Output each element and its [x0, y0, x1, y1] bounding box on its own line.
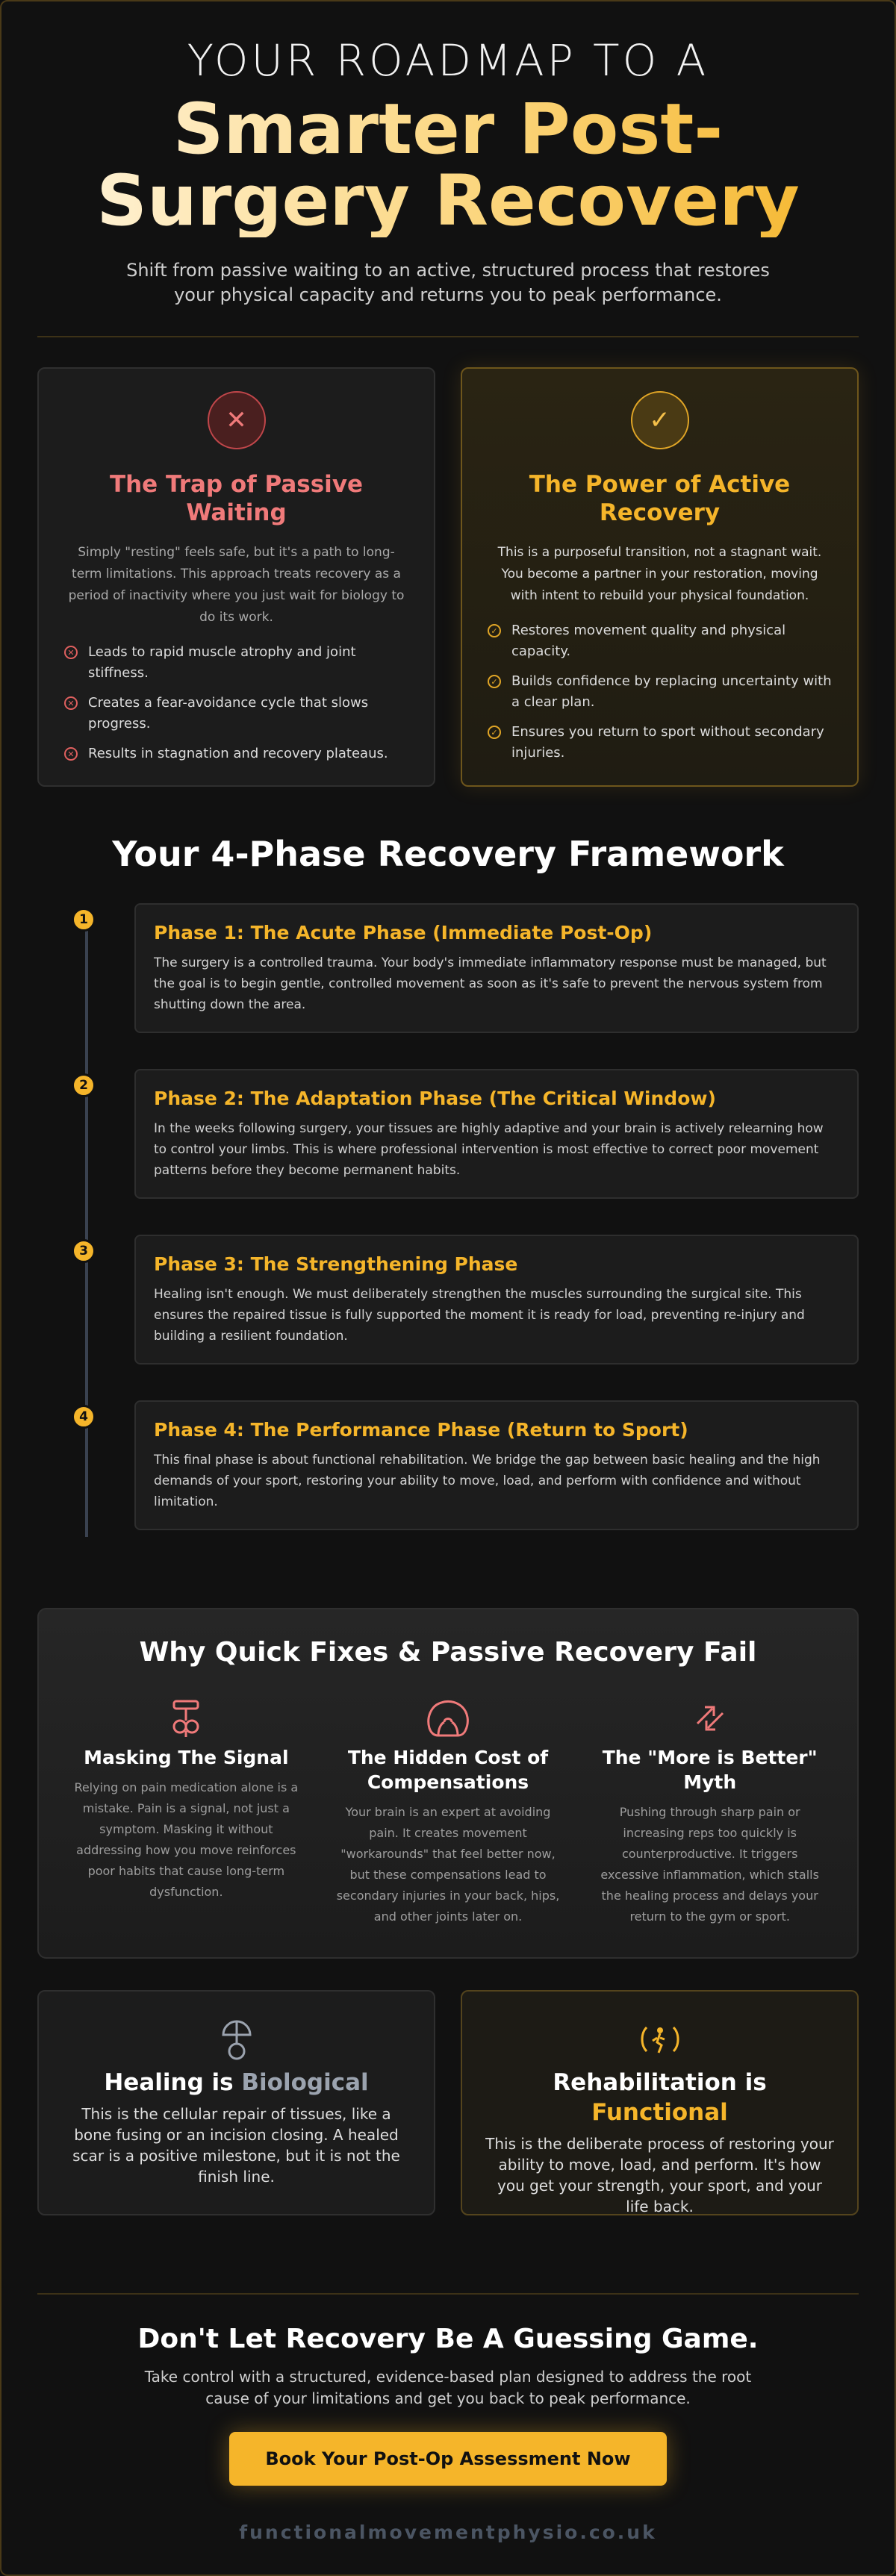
hero: YOUR ROADMAP TO A Smarter Post-Surgery R…	[37, 1, 859, 308]
healing-title-highlight: Biological	[241, 2069, 369, 2096]
pill-icon	[69, 1696, 304, 1741]
fail-item: The "More is Better" Myth Pushing throug…	[592, 1696, 827, 1927]
list-item: ✓ Builds confidence by replacing uncerta…	[488, 671, 832, 713]
book-assessment-button[interactable]: Book Your Post-Op Assessment Now	[229, 2432, 667, 2486]
rehab-title: Rehabilitation is Functional	[485, 2068, 835, 2127]
divider	[37, 2293, 859, 2295]
divider	[37, 336, 859, 337]
check-icon: ✓	[630, 391, 689, 449]
phase-card: 3 Phase 3: The Strengthening Phase Heali…	[72, 1235, 859, 1365]
phase-timeline: 1 Phase 1: The Acute Phase (Immediate Po…	[37, 903, 859, 1537]
list-item-text: Creates a fear-avoidance cycle that slow…	[88, 695, 369, 732]
comparison-section: ✕ The Trap of Passive Waiting Simply "re…	[37, 367, 859, 787]
list-item: ✕ Creates a fear-avoidance cycle that sl…	[64, 693, 408, 735]
hero-subtitle: Shift from passive waiting to an active,…	[126, 260, 770, 305]
phase-number: 3	[72, 1239, 96, 1263]
check-circle-icon: ✓	[488, 675, 501, 688]
active-points: ✓ Restores movement quality and physical…	[488, 620, 832, 764]
rehab-title-prefix: Rehabilitation is	[553, 2069, 767, 2096]
phase-text: In the weeks following surgery, your tis…	[154, 1121, 824, 1178]
list-item-text: Builds confidence by replacing uncertain…	[511, 673, 832, 710]
cta-text: Take control with a structured, evidence…	[144, 2368, 752, 2407]
fail-item-title: The Hidden Cost of Compensations	[347, 1747, 549, 1793]
fail-item-title: The "More is Better" Myth	[602, 1747, 818, 1793]
check-circle-icon: ✓	[488, 624, 501, 637]
phase-text: This final phase is about functional reh…	[154, 1453, 821, 1509]
x-circle-icon: ✕	[64, 646, 78, 659]
phase-title: Phase 1: The Acute Phase (Immediate Post…	[154, 922, 653, 944]
phase-number: 1	[72, 908, 96, 932]
healing-vs-rehab-section: Healing is Biological This is the cellul…	[37, 1990, 859, 2215]
phase-title: Phase 4: The Performance Phase (Return t…	[154, 1419, 688, 1441]
fail-item: The Hidden Cost of Compensations Your br…	[331, 1696, 566, 1927]
phase-number: 2	[72, 1073, 96, 1097]
fail-item-text: Pushing through sharp pain or increasing…	[600, 1805, 819, 1924]
x-circle-icon: ✕	[64, 696, 78, 710]
phase-card: 4 Phase 4: The Performance Phase (Return…	[72, 1400, 859, 1530]
phase-title: Phase 3: The Strengthening Phase	[154, 1253, 518, 1275]
hero-kicker: YOUR ROADMAP TO A	[187, 35, 709, 86]
footer-url[interactable]: functionalmovementphysio.co.uk	[239, 2522, 657, 2543]
phase-number: 4	[72, 1405, 96, 1429]
movement-icon	[485, 2018, 835, 2060]
list-item-text: Leads to rapid muscle atrophy and joint …	[88, 644, 356, 681]
cta-title: Don't Let Recovery Be A Guessing Game.	[137, 2324, 759, 2354]
phase-card: 1 Phase 1: The Acute Phase (Immediate Po…	[72, 903, 859, 1033]
x-circle-icon: ✕	[64, 747, 78, 761]
biology-icon	[61, 2018, 411, 2060]
active-recovery-card: ✓ The Power of Active Recovery This is a…	[461, 367, 859, 787]
list-item: ✕ Results in stagnation and recovery pla…	[64, 743, 408, 764]
healing-card: Healing is Biological This is the cellul…	[37, 1990, 435, 2215]
check-circle-icon: ✓	[488, 726, 501, 739]
active-description: This is a purposeful transition, not a s…	[497, 545, 822, 603]
list-item-text: Results in stagnation and recovery plate…	[88, 746, 388, 761]
healing-title-prefix: Healing is	[104, 2069, 242, 2096]
why-fail-section: Why Quick Fixes & Passive Recovery Fail …	[37, 1608, 859, 1959]
fail-item-text: Your brain is an expert at avoiding pain…	[336, 1805, 560, 1924]
passive-waiting-card: ✕ The Trap of Passive Waiting Simply "re…	[37, 367, 435, 787]
phase-text: Healing isn't enough. We must deliberate…	[154, 1287, 805, 1344]
rehab-text: This is the deliberate process of restor…	[485, 2135, 834, 2215]
close-icon: ✕	[207, 391, 266, 449]
healing-title: Healing is Biological	[61, 2068, 411, 2098]
passive-title: The Trap of Passive Waiting	[109, 471, 364, 526]
phase-title: Phase 2: The Adaptation Phase (The Criti…	[154, 1088, 716, 1109]
brain-icon	[331, 1696, 566, 1741]
fail-item: Masking The Signal Relying on pain medic…	[69, 1696, 304, 1927]
framework-title: Your 4-Phase Recovery Framework	[112, 834, 784, 874]
active-title: The Power of Active Recovery	[529, 471, 791, 526]
list-item: ✓ Ensures you return to sport without se…	[488, 722, 832, 764]
phase-text: The surgery is a controlled trauma. Your…	[154, 955, 827, 1012]
phase-card: 2 Phase 2: The Adaptation Phase (The Cri…	[72, 1069, 859, 1199]
healing-text: This is the cellular repair of tissues, …	[72, 2105, 400, 2186]
list-item: ✓ Restores movement quality and physical…	[488, 620, 832, 662]
rehab-card: Rehabilitation is Functional This is the…	[461, 1990, 859, 2215]
list-item-text: Restores movement quality and physical c…	[511, 623, 786, 659]
cta-section: Don't Let Recovery Be A Guessing Game. T…	[37, 2295, 859, 2543]
hero-title: Smarter Post-Surgery Recovery	[37, 94, 859, 237]
timeline-line	[85, 914, 88, 1537]
why-fail-columns: Masking The Signal Relying on pain medic…	[69, 1696, 827, 1927]
why-fail-title: Why Quick Fixes & Passive Recovery Fail	[139, 1637, 757, 1668]
list-item: ✕ Leads to rapid muscle atrophy and join…	[64, 642, 408, 684]
trend-arrows-icon	[592, 1696, 827, 1741]
list-item-text: Ensures you return to sport without seco…	[511, 724, 824, 761]
fail-item-text: Relying on pain medication alone is a mi…	[74, 1780, 299, 1899]
rehab-title-highlight: Functional	[591, 2099, 728, 2126]
passive-points: ✕ Leads to rapid muscle atrophy and join…	[64, 642, 408, 764]
passive-description: Simply "resting" feels safe, but it's a …	[68, 545, 405, 625]
fail-item-title: Masking The Signal	[84, 1747, 289, 1768]
